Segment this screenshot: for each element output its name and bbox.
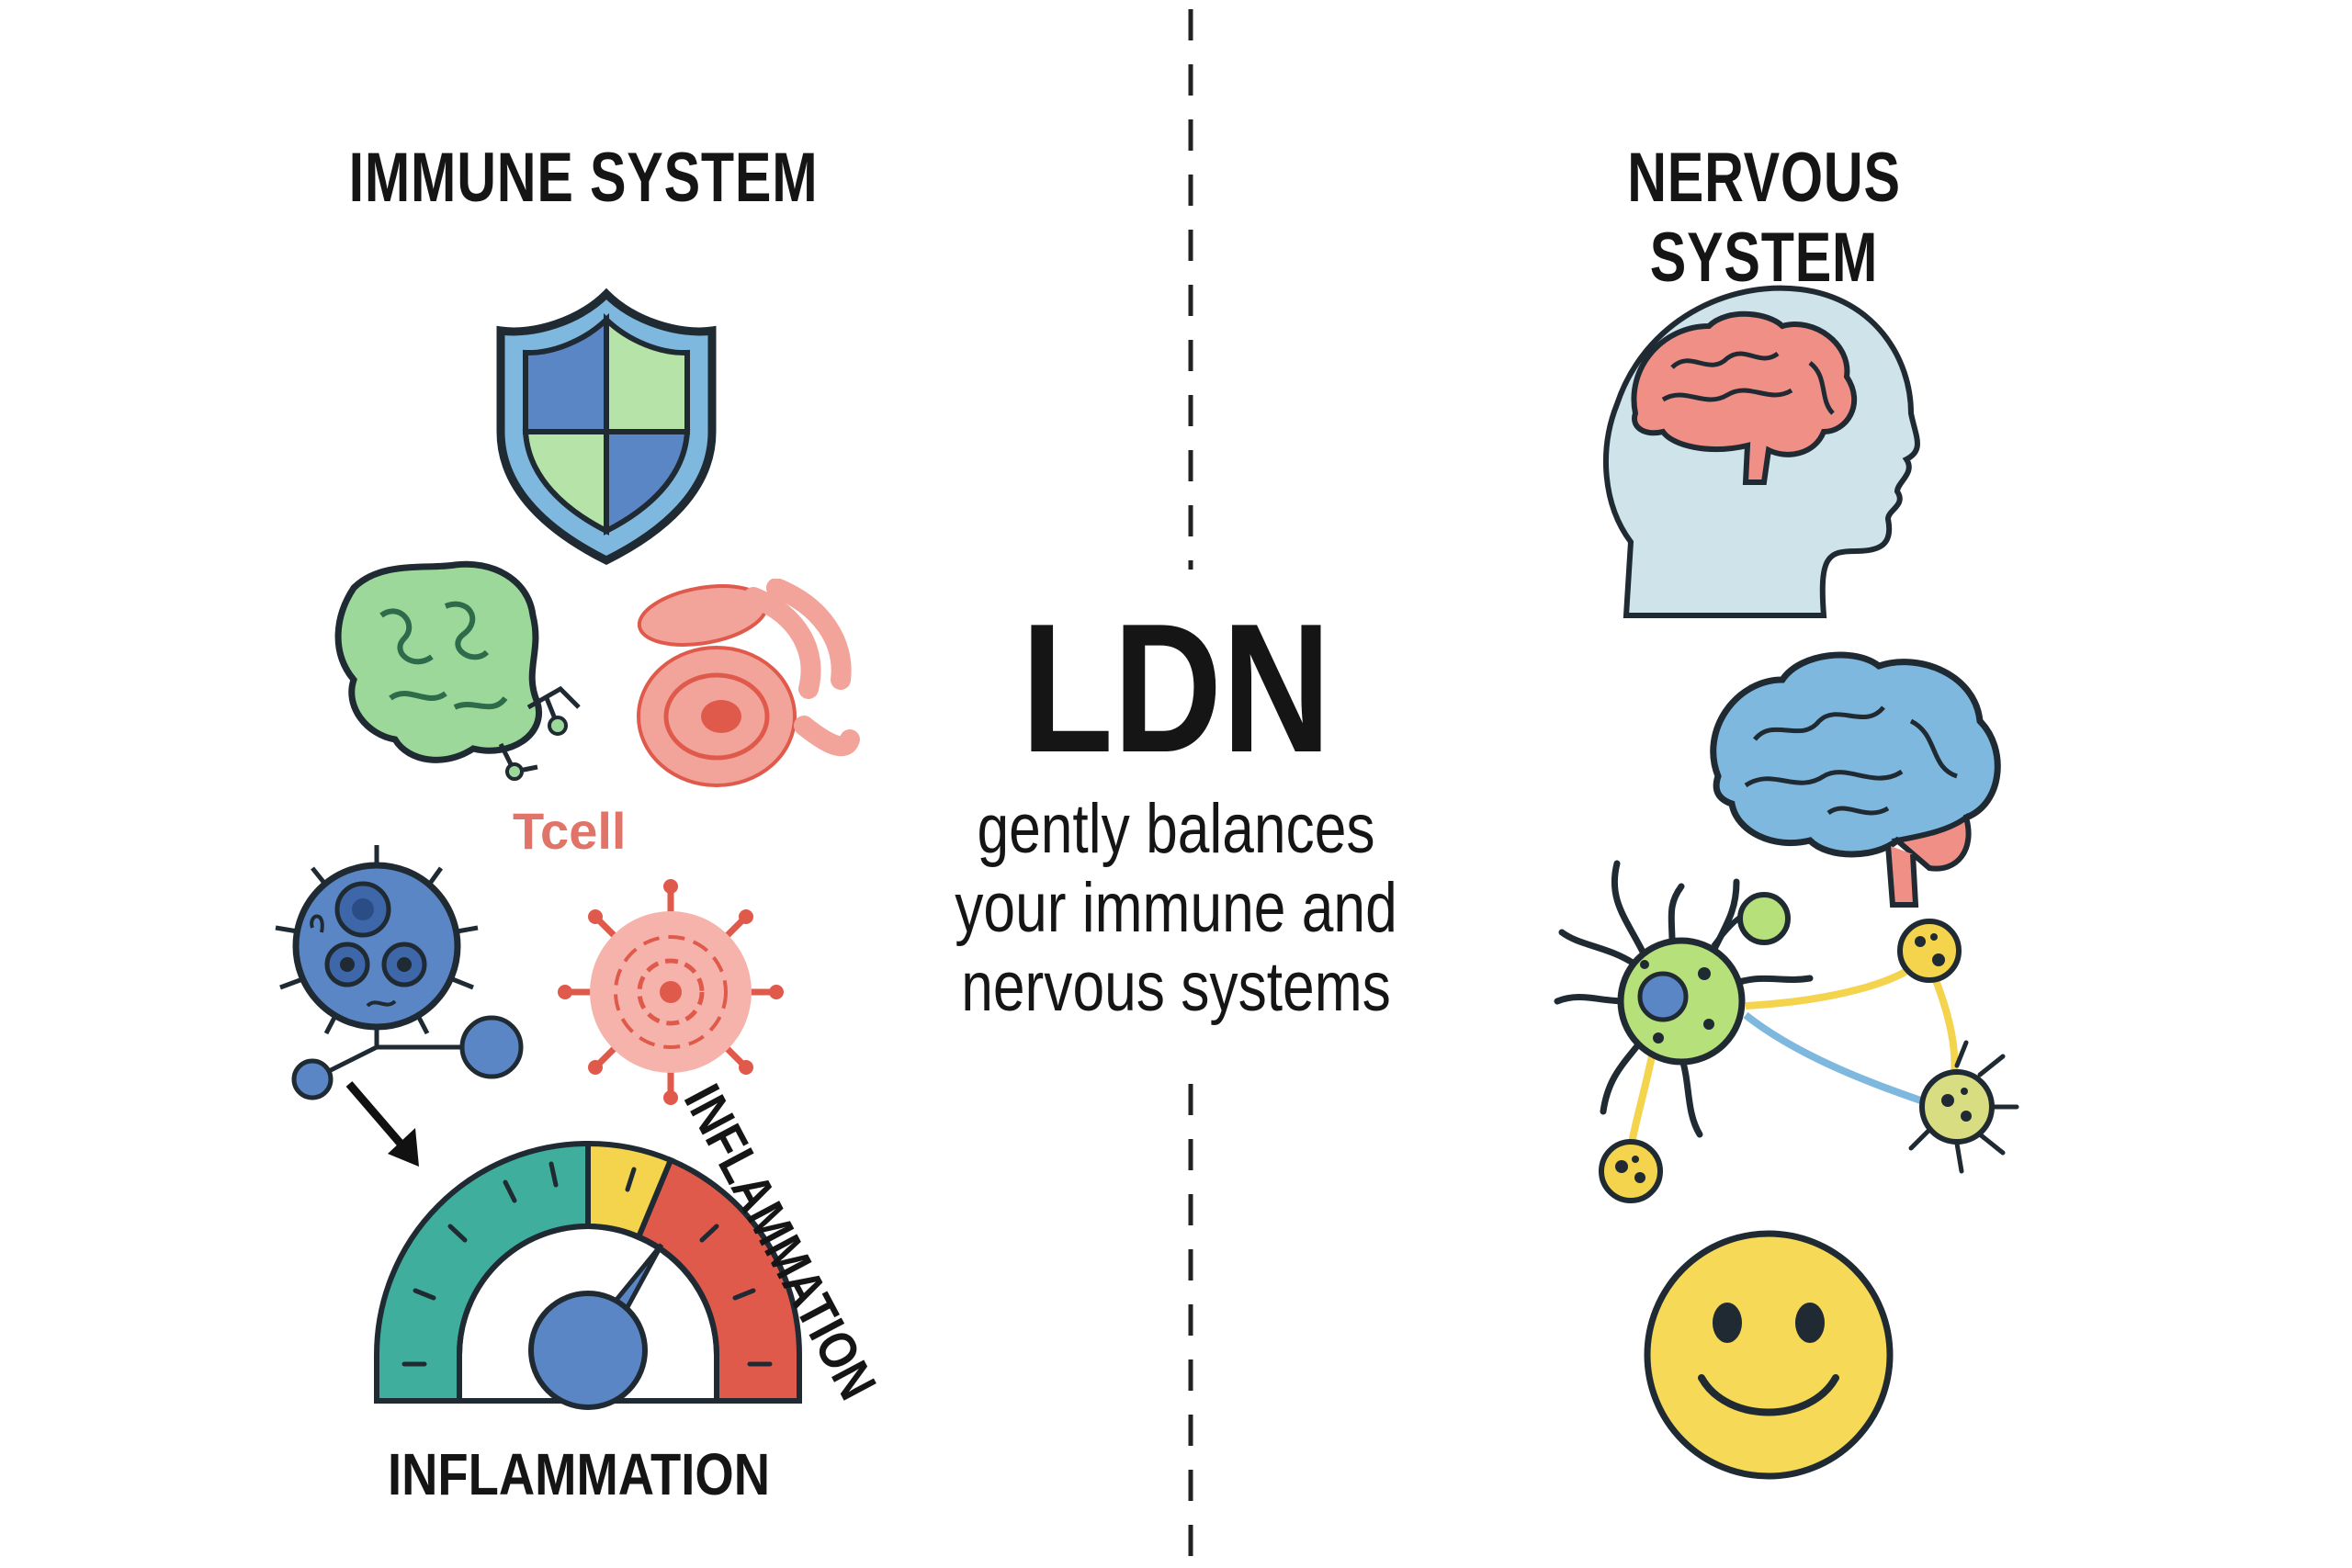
ldn-title: LDN	[1021, 586, 1331, 791]
tcell-label: Tcell	[513, 802, 627, 860]
neuron-network-icon	[1554, 860, 2019, 1203]
green-cell-icon	[334, 560, 581, 781]
tagline: gently balances your immune and nervous …	[916, 790, 1436, 1027]
tagline-line-2: your immune and	[955, 869, 1397, 947]
red-virus-icon	[558, 879, 784, 1105]
nervous-system-heading: NERVOUS SYSTEM	[1627, 139, 1901, 297]
brain-icon	[1710, 651, 2001, 908]
head-profile-icon	[1603, 285, 1920, 618]
blue-immune-cell-icon	[275, 845, 524, 1100]
smiley-face-icon	[1644, 1230, 1894, 1480]
arrow-icon	[345, 1081, 419, 1167]
shield-icon	[496, 288, 717, 566]
immune-system-heading: IMMUNE SYSTEM	[348, 139, 819, 217]
inflammation-gauge-icon	[374, 1140, 803, 1410]
tagline-line-3: nervous systems	[961, 948, 1391, 1026]
red-tissue-icon	[637, 579, 860, 787]
inflammation-label: INFLAMMATION	[388, 1441, 770, 1507]
tagline-line-1: gently balances	[977, 790, 1375, 868]
